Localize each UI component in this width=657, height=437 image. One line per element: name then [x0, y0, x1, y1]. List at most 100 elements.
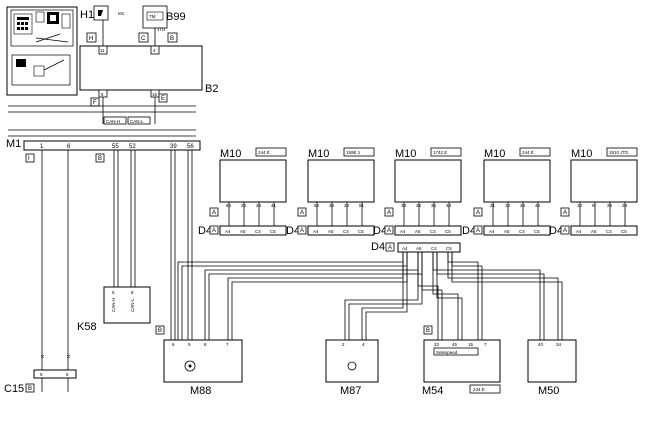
d4-pin: C5: [621, 229, 627, 234]
d4-pin: C5: [270, 229, 276, 234]
d4-pin: C5: [445, 229, 451, 234]
d4-label: D4: [549, 225, 563, 237]
svg-text:6: 6: [66, 372, 69, 377]
b99-tag: JTD: [157, 27, 166, 32]
svg-text:A: A: [300, 228, 304, 234]
svg-text:F: F: [93, 100, 97, 106]
svg-text:A5: A5: [416, 246, 422, 251]
m88-module: 6 5 8 7: [163, 339, 243, 383]
svg-text:CAN-H: CAN-H: [111, 298, 116, 312]
svg-text:B: B: [170, 36, 174, 42]
svg-text:C4: C4: [431, 246, 437, 251]
d4-label: D4: [286, 225, 300, 237]
b2-module: [79, 45, 203, 91]
svg-text:45: 45: [452, 342, 458, 347]
svg-text:A: A: [563, 210, 567, 216]
d4-pin: C4: [606, 229, 612, 234]
svg-text:40: 40: [538, 342, 544, 347]
m10-label: M10: [220, 148, 241, 160]
svg-text:2: 2: [342, 342, 345, 347]
svg-text:39: 39: [170, 144, 177, 150]
svg-text:1: 1: [40, 144, 44, 150]
m50-module: 40 34: [527, 339, 577, 383]
m87-label: M87: [340, 385, 361, 397]
svg-text:A: A: [476, 228, 480, 234]
c15-label: C15: [4, 383, 24, 395]
bus-label-canl: CAN-L: [130, 119, 144, 124]
d4-label: D4: [462, 225, 476, 237]
svg-text:A: A: [387, 210, 391, 216]
svg-text:B: B: [98, 156, 102, 162]
b2-top-pins: 11 4: [98, 45, 160, 55]
m88-label: M88: [190, 385, 211, 397]
svg-text:8: 8: [204, 342, 207, 347]
svg-text:C: C: [141, 36, 146, 42]
d4-pin: A4: [400, 229, 406, 234]
m1-pins: 1 6 55 52 39 56: [40, 144, 194, 150]
svg-text:N: N: [40, 355, 45, 358]
m54-tag: 244 E: [473, 387, 485, 392]
svg-text:C5: C5: [446, 246, 452, 251]
sensor-icon: [347, 361, 357, 371]
svg-text:Selespeed: Selespeed: [436, 350, 458, 355]
m10-label: M10: [571, 148, 592, 160]
svg-text:N: N: [66, 355, 71, 358]
svg-text:A4: A4: [402, 246, 408, 251]
svg-text:B: B: [28, 386, 32, 392]
m10-label: M10: [395, 148, 416, 160]
m10-tag: 1910 JTD: [609, 150, 629, 155]
svg-text:A: A: [212, 210, 216, 216]
b2-bottom-pins: 5 15: [98, 89, 160, 98]
m87-module: 2 4: [325, 339, 379, 383]
d4-pin: A4: [313, 229, 319, 234]
svg-text:A: A: [388, 245, 392, 251]
m10-tag: 159E 1: [346, 150, 361, 155]
svg-text:7: 7: [226, 342, 229, 347]
svg-text:H: H: [89, 36, 93, 42]
k58-module: 5 8 CAN-H CAN-L: [103, 286, 151, 324]
d4-pin: C4: [430, 229, 436, 234]
h1-switch: M1: [93, 5, 125, 21]
svg-text:15: 15: [468, 342, 474, 347]
svg-text:6: 6: [172, 342, 175, 347]
svg-text:52: 52: [129, 144, 136, 150]
h1-label: H1: [80, 9, 94, 21]
svg-text:A: A: [563, 228, 567, 234]
svg-text:B: B: [158, 328, 162, 334]
svg-text:4: 4: [153, 48, 156, 53]
c15-connector: 5 6: [33, 369, 77, 392]
m10-tag: 244 E: [522, 150, 534, 155]
d4-pin: A4: [576, 229, 582, 234]
svg-text:I: I: [28, 156, 30, 162]
d4-pin: C4: [343, 229, 349, 234]
b99-sensor: TM JTD: [142, 5, 168, 32]
d4-pin: C5: [534, 229, 540, 234]
svg-text:A: A: [476, 210, 480, 216]
m10-tag: 1742 E: [433, 150, 447, 155]
svg-text:56: 56: [187, 144, 194, 150]
svg-text:CAN-L: CAN-L: [130, 298, 135, 312]
b2-upper-connectors: H C B: [86, 32, 178, 43]
svg-text:TM: TM: [149, 14, 156, 19]
svg-text:6: 6: [67, 144, 71, 150]
m1-connector-strip: [23, 140, 201, 151]
svg-text:5: 5: [40, 372, 43, 377]
d4-pin: A4: [489, 229, 495, 234]
k58-label: K58: [77, 321, 97, 333]
d4-pin: A4: [225, 229, 231, 234]
svg-text:7: 7: [484, 342, 487, 347]
svg-text:34: 34: [556, 342, 562, 347]
m10-label: M10: [308, 148, 329, 160]
d4-pin: A5: [504, 229, 510, 234]
svg-text:5: 5: [112, 290, 115, 295]
b2-label: B2: [205, 83, 218, 95]
d4-pin: C4: [255, 229, 261, 234]
d4-label: D4: [373, 225, 387, 237]
svg-text:M1: M1: [118, 11, 125, 16]
m54-module: 33 45 15 7 Selespeed: [423, 339, 501, 383]
